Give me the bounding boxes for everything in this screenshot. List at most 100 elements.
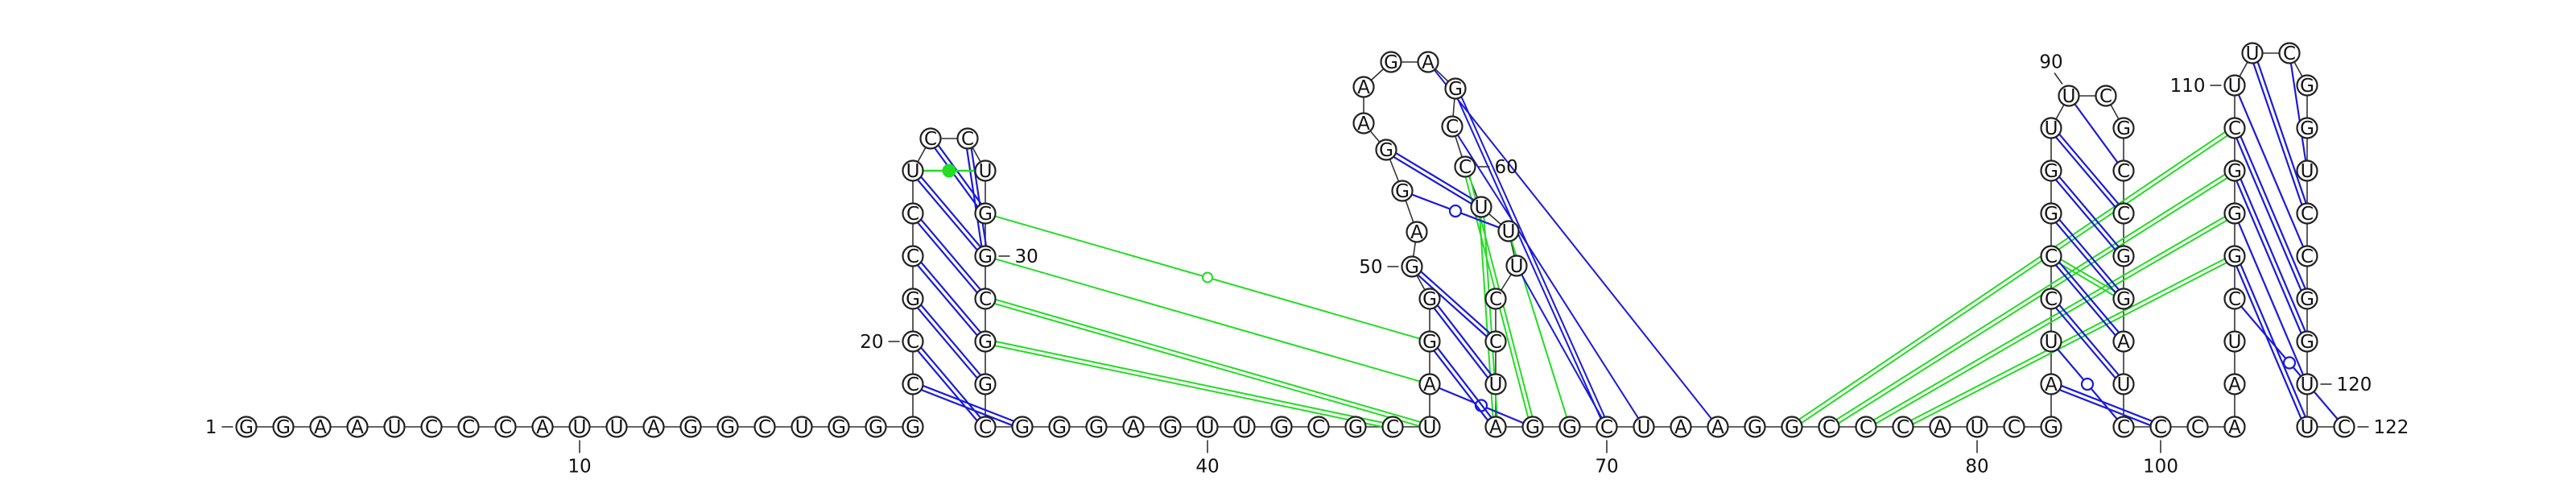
nucleotide-base: U [2045,332,2058,353]
long-range-interaction [2058,262,2115,296]
nucleotide-base: G [1089,417,1104,438]
nucleotide-48: G [1418,330,1441,353]
nucleotide-circle [272,416,295,438]
nucleotide-base: C [1600,417,1613,438]
nucleotide-64: C [1484,288,1507,310]
base-pair-line [2058,262,2120,333]
index-label-10: 10 [568,457,591,478]
nucleotide-73: A [1707,416,1729,438]
nucleotide-base: A [1410,222,1423,243]
nucleotide-16: U [791,416,813,438]
nucleotide-base: U [1475,197,1488,218]
base-pair-line [934,147,979,208]
nucleotide-base: G [1422,332,1437,353]
nucleotide-base: U [2301,161,2314,182]
nucleotide-circle [1670,416,1692,438]
nucleotide-base: G [906,417,920,438]
nucleotide-circle [2040,202,2062,225]
nucleotide-base: G [1422,289,1437,310]
nucleotide-base: C [961,129,974,150]
nucleotide-46: U [1418,416,1441,438]
nucleotide-base: C [758,417,771,438]
nucleotide-base: G [239,417,254,438]
nucleotide-72: A [1670,416,1692,438]
nucleotide-circle [420,416,443,438]
nucleotide-91: C [2095,85,2117,107]
nucleotide-circle [2223,74,2246,97]
nucleotide-86: C [2040,245,2062,267]
nucleotide-24: C [902,202,924,225]
nucleotide-circle [2223,288,2246,310]
nucleotide-circle [1011,416,1034,438]
nucleotide-base: G [2300,289,2314,310]
base-pair-line [2058,219,2120,291]
nucleotide-base: U [2062,86,2076,107]
base-pair-line [2256,61,2307,204]
long-range-interaction [1521,274,1603,419]
nucleotide-base: G [978,332,993,353]
nucleotide-base: G [1348,417,1363,438]
nucleotide-base: U [1971,417,1984,438]
nucleotide-base: G [2044,204,2058,225]
nucleotide-circle [642,416,665,438]
nucleotide-83: A [2040,373,2062,395]
nucleotide-circle [2296,202,2318,225]
long-range-interaction [1875,219,2227,424]
base-pair-line [2058,176,2120,248]
nucleotide-base: C [2008,417,2021,438]
nucleotide-circle [1558,416,1581,438]
nucleotide-base: A [1489,417,1502,438]
nucleotide-circle [1233,416,1256,438]
nucleotide-base: G [2227,204,2242,225]
index-label-1: 1 [205,417,217,438]
nucleotide-51: A [1406,221,1428,243]
base-pair-line [2240,263,2306,417]
nucleotide-base: A [2117,332,2130,353]
nucleotide-115: U [2296,159,2318,182]
long-range-interaction [995,299,1421,424]
nucleotide-4: A [346,416,369,438]
nucleotide-circle [2223,330,2246,353]
nucleotide-57: A [1417,51,1439,73]
backbone-layer [246,52,2344,428]
nucleotide-base: G [1395,181,1410,202]
nucleotide-base: G [1405,257,1419,278]
nucleotide-112: C [2278,42,2301,64]
nucleotide-circle [2223,373,2246,395]
nucleotide-circle [1196,416,1219,438]
nucleotide-circle [2040,159,2062,182]
nucleotide-circle [1505,254,1528,277]
nucleotide-base: U [573,417,587,438]
nucleotide-42: G [1270,416,1293,438]
base-pair-line [2235,180,2302,334]
nucleotide-41: U [1233,416,1256,438]
nucleotide-81: C [2003,416,2025,438]
base-pair-line [920,219,981,291]
nucleotide-base: A [1357,114,1370,134]
tertiary-pair-dot [942,163,956,178]
nucleotide-base: G [2227,246,2242,267]
nucleotide-base: G [978,374,993,395]
nucleotide-43: C [1307,416,1330,438]
nucleotide-base: G [720,417,735,438]
nucleotide-104: U [2223,330,2246,353]
long-range-interactions-layer [994,69,2228,428]
nucleotide-base: A [1127,417,1140,438]
nucleotide-113: G [2296,74,2318,97]
base-pair-line [970,147,987,246]
nucleotide-circle [1418,288,1441,310]
nucleotide-87: G [2040,202,2062,225]
nucleotide-base: U [1502,221,1516,242]
nucleotide-3: A [309,416,332,438]
nucleotide-118: G [2296,288,2318,310]
nucleotide-79: A [1929,416,1951,438]
nucleotide-circle [2296,330,2318,353]
nucleotide-base: C [1489,289,1502,310]
nucleotide-circle [1352,76,1375,98]
long-range-interaction [1433,69,1713,420]
index-label-122: 122 [2374,417,2409,438]
nucleotide-base: A [1934,417,1946,438]
nucleotide-base: C [906,246,919,267]
